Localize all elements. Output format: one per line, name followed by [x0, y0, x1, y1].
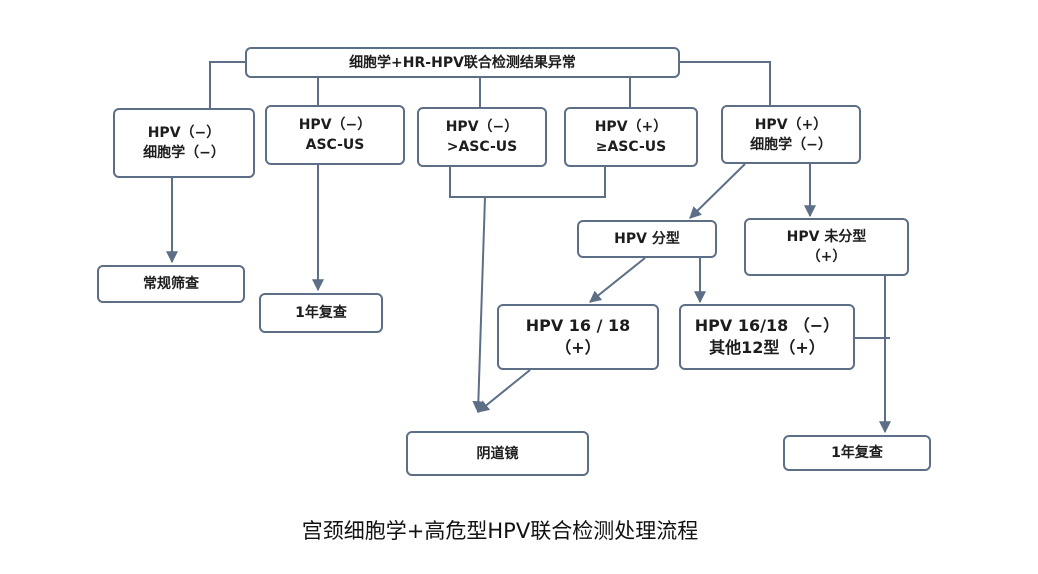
arrow-16-18-pos-to-colposcopy [477, 369, 531, 413]
node-hpv-16-18-positive: HPV 16 / 18 （+） [497, 304, 659, 370]
arrow-merge-to-colposcopy [472, 196, 486, 414]
connector-header-right [680, 61, 771, 105]
node-hpv-neg-ascus: HPV（−） ASC-US [265, 105, 405, 165]
node-text-line-1: HPV 未分型 [786, 229, 867, 245]
node-header: 细胞学+HR-HPV联合检测结果异常 [245, 47, 680, 78]
node-text-line-2: 细胞学（−） [750, 136, 832, 153]
node-text-line-2: >ASC-US [446, 139, 518, 155]
node-routine-screening: 常规筛查 [97, 265, 245, 303]
node-text-line-1: HPV 16 / 18 [525, 316, 631, 335]
node-hpv-16-18-neg-other-pos: HPV 16/18 （−） 其他12型（+） [679, 304, 855, 370]
arrow-pos-neg-to-genotyped [689, 163, 746, 219]
node-text-line-2: 细胞学（−） [143, 145, 225, 161]
node-text-line-1: HPV（+） [594, 119, 668, 135]
node-text-line-1: HPV 分型 [614, 231, 680, 247]
node-text-line-1: HPV（+） [754, 116, 828, 133]
node-header-line-1: 细胞学+HR-HPV联合检测结果异常 [349, 54, 576, 71]
node-text-line-1: HPV 16/18 （−） [694, 316, 840, 335]
node-hpv-pos-cytology-neg: HPV（+） 细胞学（−） [721, 105, 861, 164]
node-text-line-2: ASC-US [305, 137, 365, 153]
node-text-line-1: 1年复查 [295, 305, 347, 321]
node-text-line-1: 1年复查 [831, 445, 883, 461]
node-text-line-2: （+） [555, 338, 601, 357]
node-text-line-2: ≥ASC-US [595, 139, 667, 155]
connector-merge-ascus [449, 167, 606, 198]
node-hpv-pos-ge-ascus: HPV（+） ≥ASC-US [564, 107, 698, 167]
node-retest-1-year-left: 1年复查 [259, 293, 383, 333]
node-text-line-2: 其他12型（+） [709, 338, 825, 357]
node-text-line-1: 常规筛查 [143, 276, 199, 292]
connector-header-left [209, 61, 245, 115]
node-hpv-genotyped: HPV 分型 [577, 220, 717, 258]
node-colposcopy: 阴道镜 [406, 431, 589, 476]
node-text-line-1: HPV（−） [147, 125, 221, 141]
node-text-line-1: HPV（−） [298, 117, 372, 133]
node-hpv-neg-gt-ascus: HPV（−） >ASC-US [417, 107, 547, 167]
node-hpv-neg-cytology-neg: HPV（−） 细胞学（−） [113, 108, 255, 178]
node-text-line-1: HPV（−） [445, 119, 519, 135]
node-retest-1-year-right: 1年复查 [783, 435, 931, 471]
node-text-line-2: （+） [806, 249, 847, 265]
figure-caption: 宫颈细胞学+高危型HPV联合检测处理流程 [301, 519, 699, 543]
arrow-genotyped-to-16-18-pos [589, 257, 646, 303]
node-hpv-not-genotyped: HPV 未分型 （+） [744, 218, 909, 276]
node-text-line-1: 阴道镜 [476, 445, 519, 462]
